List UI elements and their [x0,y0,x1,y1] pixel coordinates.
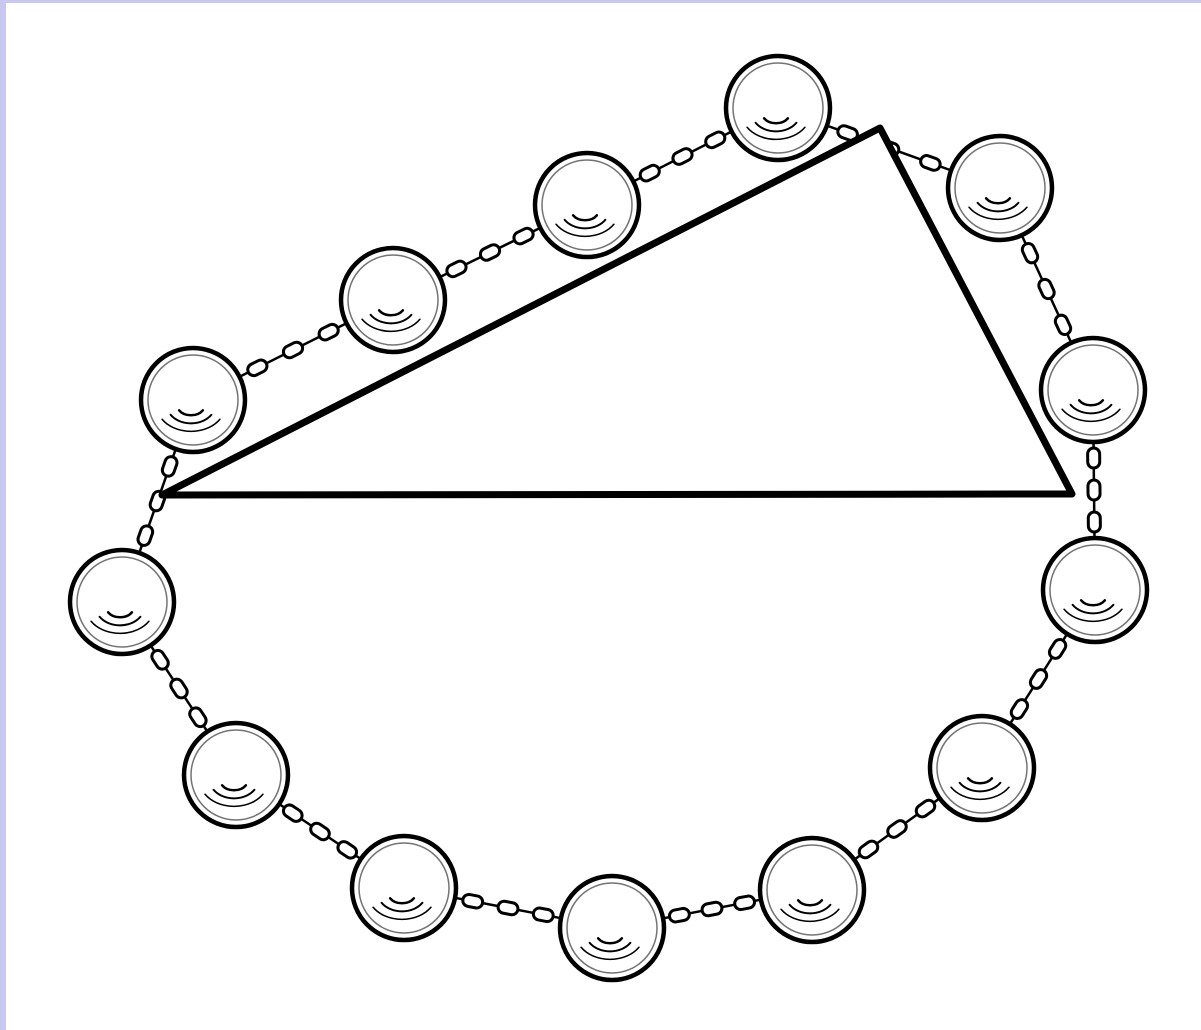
chain-link-icon [701,901,723,917]
chain-link-icon [445,259,468,279]
chain-link-icon [668,907,690,923]
beads [70,56,1147,980]
bead-icon [930,716,1034,820]
bead-icon [1041,338,1145,442]
chain-link-icon [168,677,189,700]
bead-icon [352,836,456,940]
chain-link-icon [317,322,340,342]
chain-link-icon [512,226,535,246]
chain-link-icon [1037,277,1056,300]
chain-link-icon [671,147,694,167]
chain-link-icon [857,839,880,860]
chain-link-icon [914,798,937,819]
chain-link-icon [136,524,154,547]
chain-link-icon [462,893,484,909]
chain-link-icon [246,358,269,378]
bead-icon [341,248,445,352]
bead-icon [726,56,830,160]
chain-link-icon [1020,242,1039,265]
chain-link-icon [532,907,554,923]
chain-link-icon [308,821,331,842]
chain-link-icon [1053,313,1072,336]
chain-link-icon [1028,667,1049,690]
chain-link-icon [150,648,171,671]
chain-link-icon [497,900,519,916]
bead-icon [184,723,288,827]
bead-icon [560,876,664,980]
chain-link-icon [1009,697,1030,720]
chain-link-icon [885,818,908,839]
chain-link-icon [734,895,756,911]
chain-link-icon [1088,480,1100,500]
chain-link-icon [638,163,661,183]
bead-icon [535,153,639,257]
chain-link-icon [281,340,304,360]
bead-icon [760,838,864,942]
chain-link-icon [161,455,179,478]
chain-link-icon [704,130,727,150]
chain-link-icon [478,243,501,263]
bead-icon [70,550,174,654]
bead-icon [1043,538,1147,642]
chain-link-icon [336,839,359,860]
chain-link-icon [1088,512,1100,532]
chain-link-icon [919,154,942,172]
chain-link-icon [281,803,304,824]
chain-link-icon [187,706,208,729]
chain-link-icon [1088,448,1100,468]
chain-link-icon [1047,637,1068,660]
bead-icon [141,348,245,452]
bead-icon [948,136,1052,240]
